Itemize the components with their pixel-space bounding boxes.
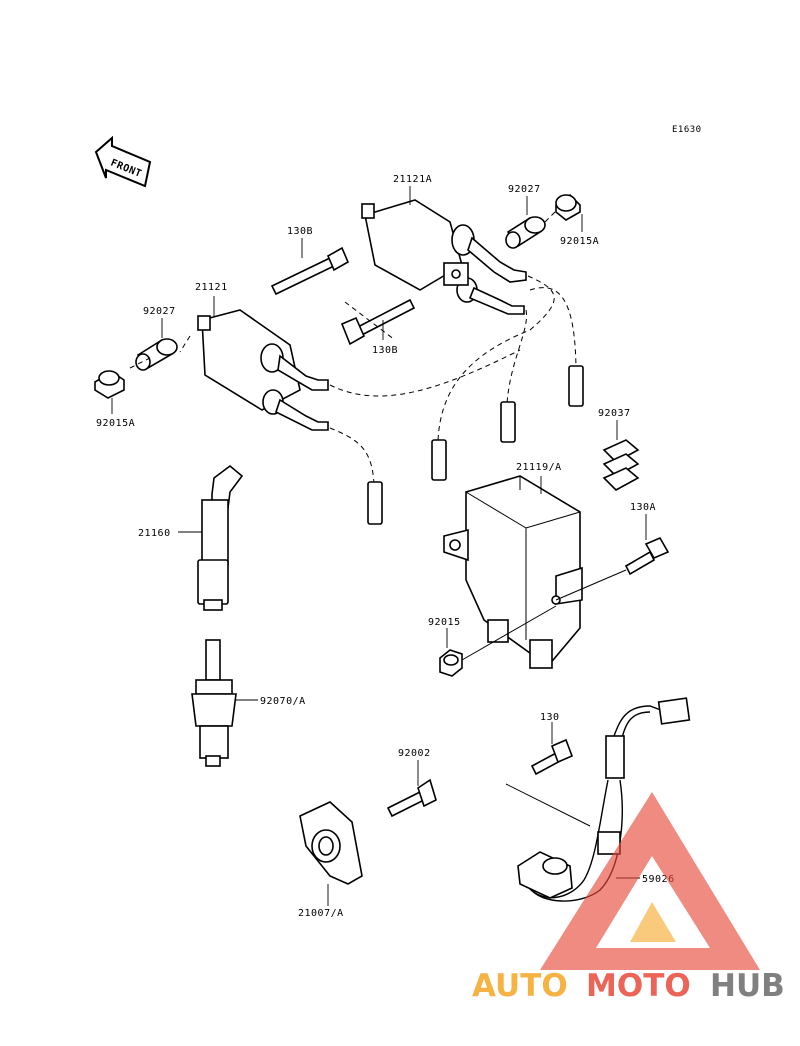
bolt-130a [624,536,670,576]
watermark-auto: AUTO [472,968,568,1004]
nut-label: 92015 [428,617,461,628]
collar-right-label: 92027 [508,184,541,195]
bolt-92002 [386,778,437,818]
bolt-130b-top [270,246,350,296]
pickup-coil-label: 59026 [642,874,675,885]
spark-plug-cap [197,464,244,611]
ht-wires [329,275,584,525]
rubber-left-label: 92015A [96,418,135,429]
clamp-label: 92037 [598,408,631,419]
bolt-130b-top-label: 130B [287,226,313,237]
collar-left [135,338,178,371]
ignition-coil-a [361,199,527,315]
front-arrow-icon: FRONT [94,135,152,188]
timing-plate [299,801,363,885]
collar-right [505,216,546,249]
collar-left-label: 92027 [143,306,176,317]
clamp [602,439,640,491]
bolt-130b-mid-label: 130B [372,345,398,356]
watermark-logo: AUTO MOTO HUB [472,792,785,1004]
watermark-hub: HUB [710,968,785,1004]
rubber-right [555,193,581,221]
ignition-coil [197,309,329,431]
timing-plate-label: 21007/A [298,908,344,919]
bolt-130b-mid [340,298,416,346]
watermark-moto: MOTO [586,968,691,1004]
coil-a-label: 21121A [393,174,432,185]
nut-92015 [439,649,463,677]
spark-plug [191,639,237,767]
igniter-label: 21119/A [516,462,562,473]
bolt-92002-label: 92002 [398,748,431,759]
plug-cap-label: 21160 [138,528,171,539]
igniter-unit [443,475,583,669]
coil-label: 21121 [195,282,228,293]
bolt-130 [530,738,574,776]
spark-plug-label: 92070/A [260,696,306,707]
bolt-130a-label: 130A [630,502,656,513]
bolt-130-label: 130 [540,712,560,723]
rubber-left [94,370,125,399]
diagram-code: E1630 [672,125,702,135]
rubber-right-label: 92015A [560,236,599,247]
